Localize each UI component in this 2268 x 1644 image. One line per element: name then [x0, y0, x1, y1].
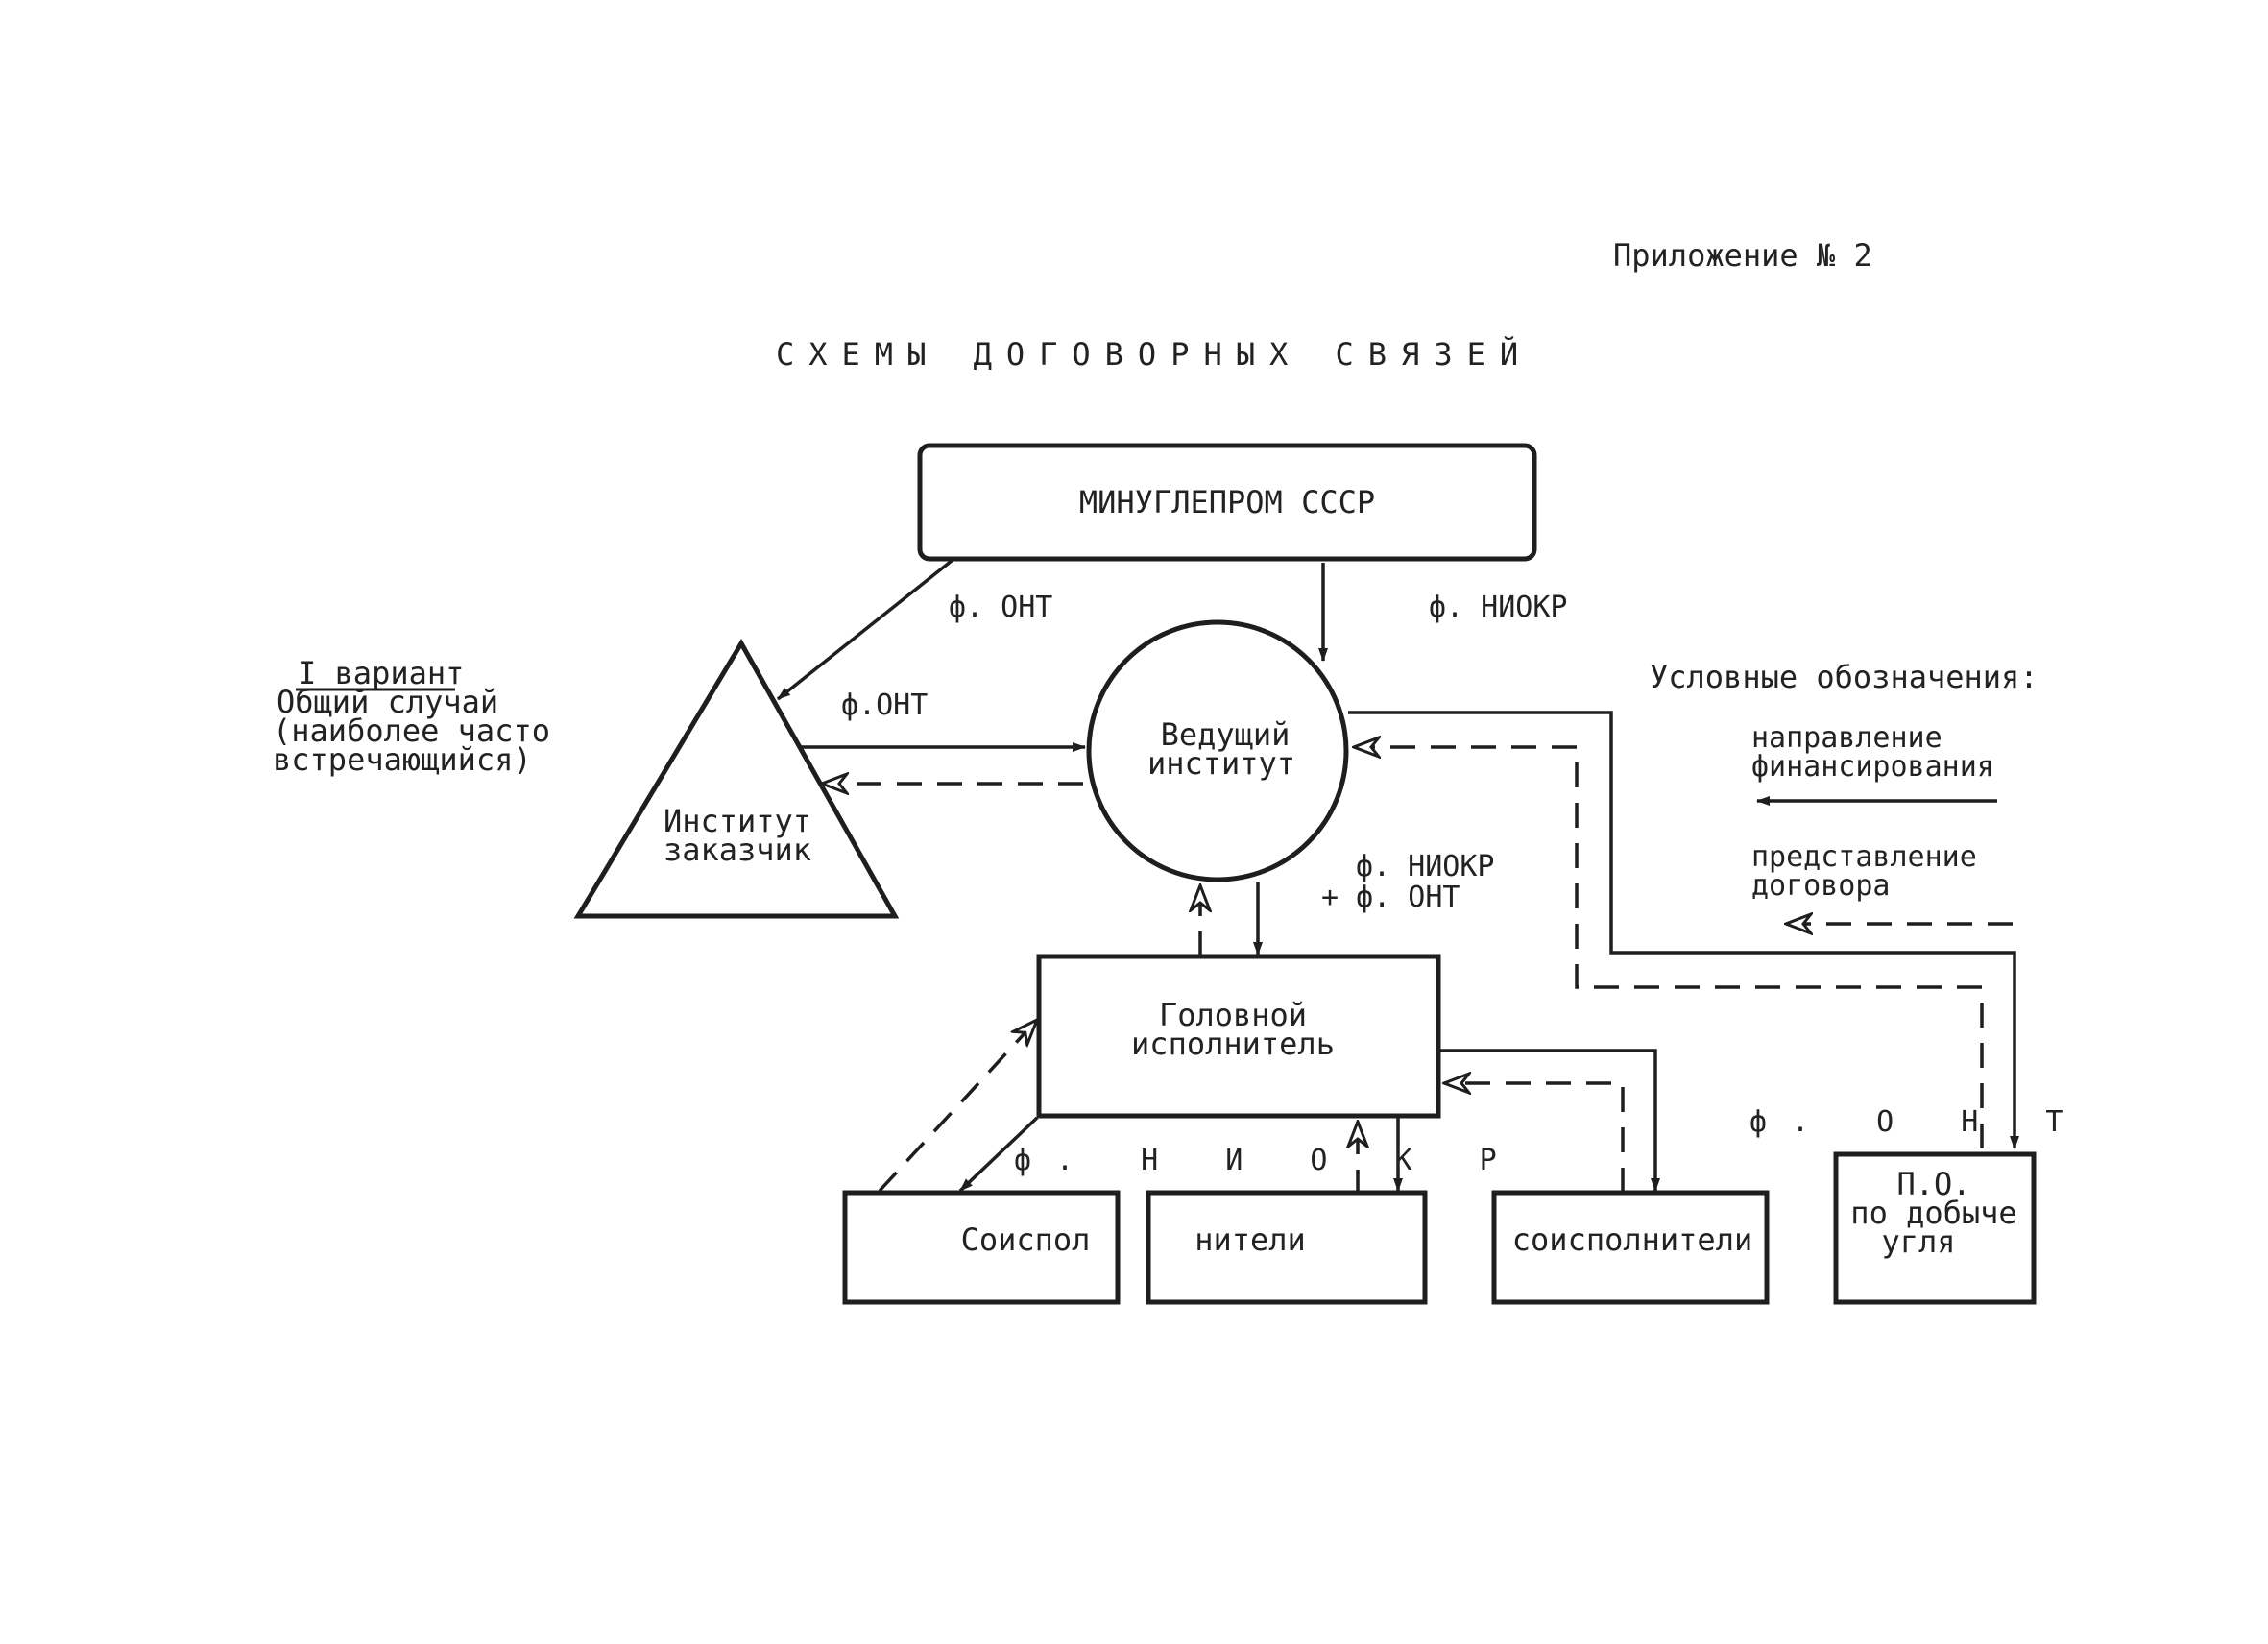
variant-label: I вариант — [298, 655, 464, 691]
ministry-box — [917, 443, 1537, 562]
co-executor-1-label: Соиспол — [961, 1221, 1091, 1258]
legend-contract-line-2: договора — [1751, 869, 1891, 903]
appendix-label: Приложение № 2 — [1613, 237, 1872, 274]
ministry-label: МИНУГЛЕПРОМ СССР — [1079, 484, 1375, 520]
legend-finance-line-2: финансирования — [1751, 750, 1994, 784]
production-association-line-2: по добыче — [1850, 1195, 2016, 1231]
flow-label-f-niokr-spaced: ф. Н И О К Р — [1014, 1144, 1522, 1177]
customer-institute-line-2: заказчик — [664, 832, 811, 868]
lead-institute-circle — [1086, 619, 1349, 882]
flow-label-f-ont-1: ф. ОНТ — [949, 591, 1052, 624]
variant-line-1: Общий случай — [277, 684, 498, 720]
production-association-line-3: угля — [1881, 1223, 1955, 1260]
head-executor-box — [1036, 954, 1441, 1119]
production-association-line-1: П.О. — [1896, 1166, 1970, 1202]
co-executor-box-2 — [1146, 1190, 1428, 1305]
head-to-co3-arrow — [1440, 1049, 1660, 1192]
legend-finance-line-1: направление — [1751, 721, 1942, 755]
legend-title: Условные обозначения: — [1650, 659, 2039, 695]
lead-institute-line-1: Ведущий — [1161, 716, 1291, 753]
lead-institute-line-2: институт — [1147, 745, 1295, 782]
diagram-title: СХЕМЫ ДОГОВОРНЫХ СВЯЗЕЙ — [776, 336, 1532, 373]
variant-line-2: (наиболее часто — [273, 713, 550, 749]
customer-institute-triangle — [573, 639, 900, 919]
co-executor-2-label: нители — [1194, 1221, 1306, 1258]
co-executor-box-1 — [842, 1190, 1121, 1305]
flow-label-f-niokr-1: ф. НИОКР — [1429, 591, 1568, 624]
po-to-lead-contract-arrow — [1354, 747, 1984, 1148]
flow-label-f-niokr-2: ф. НИОКР — [1356, 850, 1495, 883]
head-executor-line-1: Головной — [1159, 997, 1307, 1033]
flow-label-f-ont-spaced: ф. О Н Т — [1749, 1105, 2088, 1139]
co-executor-box-3 — [1491, 1190, 1770, 1305]
variant-line-3: встречающийся) — [273, 741, 532, 778]
legend-contract-line-1: представление — [1751, 840, 1977, 874]
co-executor-3-label: соисполнители — [1512, 1221, 1752, 1258]
customer-institute-line-1: Институт — [664, 803, 811, 839]
head-executor-line-2: исполнитель — [1131, 1026, 1335, 1062]
head-to-co1-arrow — [958, 1116, 1039, 1193]
ministry-to-customer-arrow — [776, 555, 958, 701]
production-association-box — [1833, 1151, 2037, 1305]
flow-label-f-ont-2: ф.ОНТ — [841, 689, 928, 722]
lead-to-po-financing-arrow — [1348, 711, 2019, 1149]
flow-label-plus-f-ont: + ф. ОНТ — [1321, 881, 1460, 914]
